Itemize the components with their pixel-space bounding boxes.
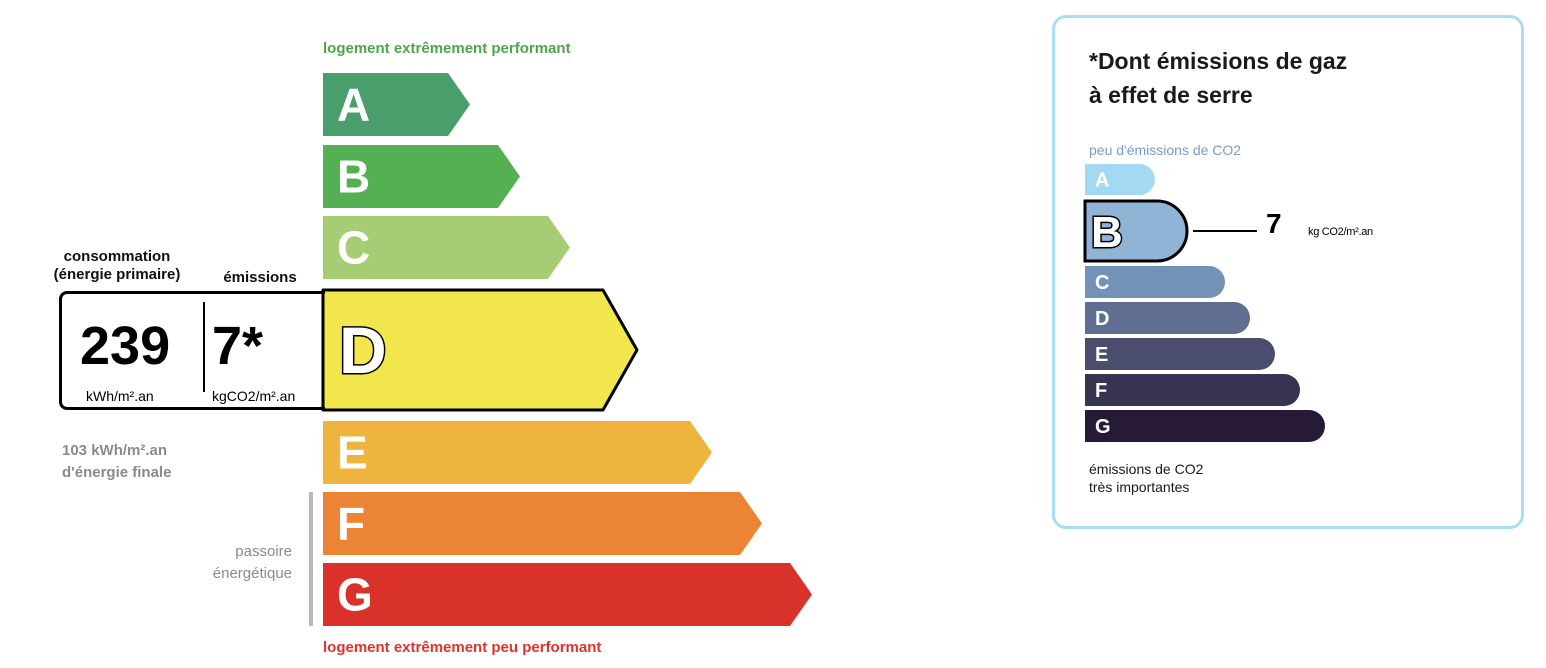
ges-class-arrow-e bbox=[1085, 338, 1275, 370]
ges-unit: kg CO2/m².an bbox=[1308, 226, 1373, 238]
ges-value: 7 bbox=[1266, 208, 1282, 239]
ges-class-arrow-f bbox=[1085, 374, 1300, 406]
ges-bottom-caption-line2: très importantes bbox=[1089, 479, 1190, 495]
final-energy-note: 103 kWh/m².an d'énergie finale bbox=[62, 440, 171, 484]
dpe-class-letter-f: F bbox=[337, 498, 365, 550]
passoire-note: passoire énergétique bbox=[186, 541, 292, 585]
ges-title: *Dont émissions de gaz à effet de serre bbox=[1089, 44, 1347, 112]
ges-class-letter-d: D bbox=[1095, 308, 1109, 330]
passoire-bracket bbox=[309, 492, 313, 626]
ges-class-arrow-g bbox=[1085, 410, 1325, 442]
ges-class-arrow-b bbox=[1083, 199, 1189, 263]
consumption-header-line1: consommation bbox=[63, 248, 171, 265]
current-readout: 239 7* kWh/m².an kgCO2/m².an bbox=[59, 291, 325, 410]
consumption-value: 239 bbox=[80, 316, 171, 376]
bottom-caption: logement extrêmement peu performant bbox=[323, 639, 602, 656]
ges-class-letter-f: F bbox=[1095, 380, 1107, 402]
consumption-header-line2: (énergie primaire) bbox=[53, 266, 181, 283]
dpe-class-letter-g: G bbox=[337, 569, 373, 621]
final-energy-line2: d'énergie finale bbox=[62, 464, 172, 481]
readout-divider bbox=[203, 302, 205, 392]
ges-bottom-caption: émissions de CO2 très importantes bbox=[1089, 460, 1203, 496]
final-energy-line1: 103 kWh/m².an bbox=[62, 442, 168, 459]
emissions-unit: kgCO2/m².an bbox=[212, 388, 296, 404]
top-caption: logement extrêmement performant bbox=[323, 40, 571, 57]
passoire-line2: énergétique bbox=[212, 565, 292, 582]
ges-class-arrow-a bbox=[1085, 164, 1155, 195]
dpe-class-arrow-g bbox=[323, 563, 812, 626]
ges-top-caption: peu d'émissions de CO2 bbox=[1089, 142, 1242, 158]
ges-class-arrow-c bbox=[1085, 266, 1225, 298]
ges-title-line2: à effet de serre bbox=[1089, 82, 1253, 108]
ges-title-line1: *Dont émissions de gaz bbox=[1089, 48, 1348, 74]
ges-class-letter-g: G bbox=[1095, 416, 1111, 438]
ges-class-letter-e: E bbox=[1095, 344, 1108, 366]
dpe-class-letter-e: E bbox=[337, 427, 368, 479]
dpe-class-arrow-a bbox=[323, 73, 470, 136]
ges-bottom-caption-line1: émissions de CO2 bbox=[1089, 461, 1204, 477]
ges-class-letter-c: C bbox=[1095, 272, 1109, 294]
ges-class-letter-b: B bbox=[1091, 208, 1123, 257]
dpe-class-letter-b: B bbox=[337, 151, 370, 203]
dpe-class-letter-d: D bbox=[339, 313, 387, 387]
ges-class-letter-a: A bbox=[1095, 170, 1109, 192]
consumption-header: consommation (énergie primaire) bbox=[38, 248, 196, 284]
dpe-class-arrow-c bbox=[323, 216, 570, 279]
ges-class-arrow-d bbox=[1085, 302, 1250, 334]
dpe-class-arrow-f bbox=[323, 492, 762, 555]
emissions-header: émissions bbox=[223, 269, 297, 286]
emissions-value: 7* bbox=[212, 316, 264, 376]
passoire-line1: passoire bbox=[235, 543, 292, 560]
dpe-class-letter-a: A bbox=[337, 79, 370, 131]
consumption-unit: kWh/m².an bbox=[86, 388, 154, 404]
dpe-class-arrow-b bbox=[323, 145, 520, 208]
dpe-class-arrow-d bbox=[321, 288, 639, 412]
dpe-class-arrow-e bbox=[323, 421, 712, 484]
dpe-class-letter-c: C bbox=[337, 222, 370, 274]
